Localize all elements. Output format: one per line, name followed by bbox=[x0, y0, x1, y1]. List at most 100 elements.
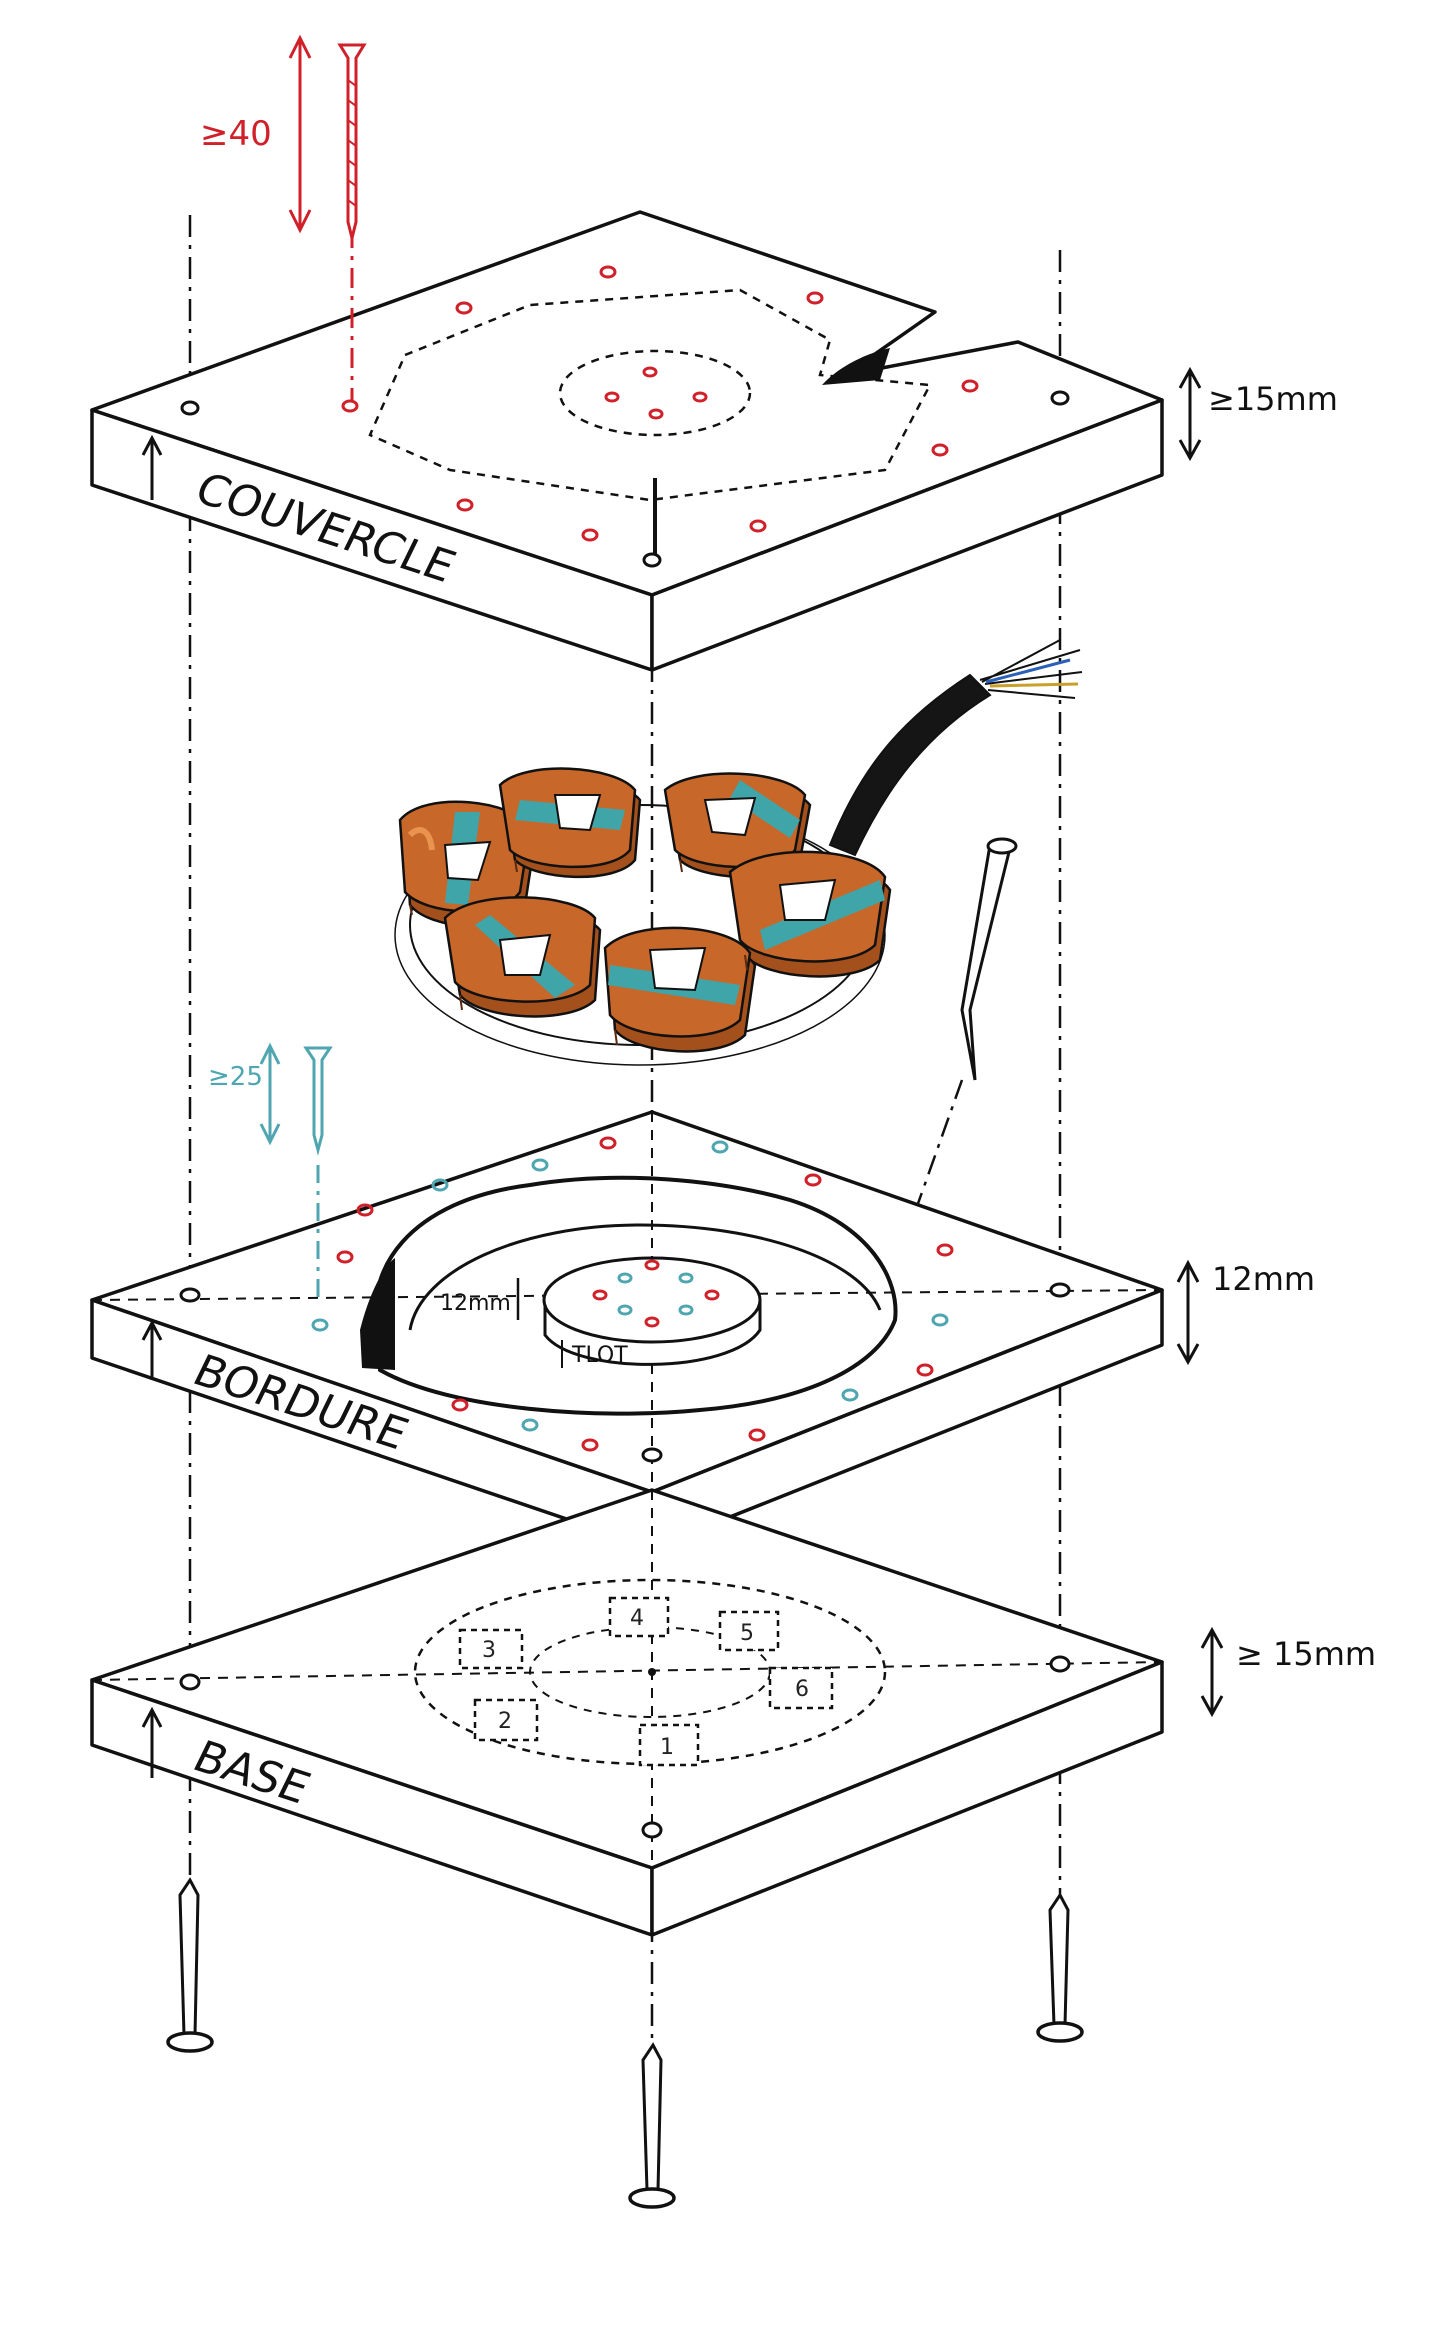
coil-hole bbox=[553, 794, 602, 832]
nail-right bbox=[1036, 1892, 1084, 2043]
coil-hole bbox=[498, 933, 552, 976]
bordure-teal-holes bbox=[311, 1140, 949, 1432]
bordure-label-arrowhead bbox=[141, 1319, 163, 1341]
coil-position-number: 4 bbox=[630, 1606, 644, 1631]
coil-position-number: 6 bbox=[795, 1677, 809, 1702]
bordure-cavity-inner bbox=[408, 1223, 882, 1331]
bordure-thickness-dim: 12mm bbox=[1176, 1259, 1315, 1366]
teal-hole bbox=[617, 1304, 633, 1316]
red-hole bbox=[806, 291, 824, 305]
couvercle-corner-hole bbox=[1050, 390, 1070, 406]
red-hole bbox=[931, 443, 949, 457]
couvercle-corner-hole bbox=[180, 400, 200, 416]
red-hole bbox=[644, 1259, 660, 1271]
bordure-red-holes bbox=[336, 1136, 954, 1452]
red-hole bbox=[692, 391, 708, 403]
red-hole bbox=[581, 1438, 599, 1452]
couvercle-hub-outline bbox=[558, 349, 752, 437]
coil-6 bbox=[603, 926, 757, 1053]
couvercle-red-holes bbox=[341, 265, 979, 542]
long-screw-head bbox=[986, 837, 1018, 855]
coil-position-number: 3 bbox=[482, 1638, 496, 1663]
bordure-dim-arrow-top bbox=[1176, 1259, 1200, 1283]
red-hole bbox=[592, 1289, 608, 1301]
coil-position-number: 1 bbox=[660, 1735, 674, 1760]
red-screw-group: ≥40 bbox=[200, 34, 367, 400]
base-dim-arrow-bottom bbox=[1200, 1695, 1224, 1718]
teal-dim-arrow-top bbox=[259, 1042, 281, 1065]
coil-position-number: 2 bbox=[498, 1709, 512, 1734]
coil-footprint bbox=[768, 1666, 834, 1710]
teal-hole bbox=[311, 1318, 329, 1332]
couvercle-notch-shade bbox=[822, 348, 890, 385]
nail-center bbox=[628, 2042, 676, 2209]
red-screw-thread bbox=[347, 79, 357, 207]
teal-hole bbox=[531, 1158, 549, 1172]
teal-hole bbox=[931, 1313, 949, 1327]
bordure-dim-arrow-bottom bbox=[1176, 1343, 1200, 1366]
teal-hole bbox=[678, 1304, 694, 1316]
coil-lamination-lines bbox=[409, 859, 748, 1046]
red-hole bbox=[749, 519, 767, 533]
bordure-hub: TLOT bbox=[542, 1256, 762, 1368]
nail-head bbox=[166, 2031, 214, 2053]
coil-highlight bbox=[407, 827, 435, 851]
red-dim-arrowhead-bottom bbox=[288, 209, 312, 234]
red-hole bbox=[644, 1316, 660, 1328]
teal-screw bbox=[303, 1046, 333, 1156]
teal-hole bbox=[841, 1388, 859, 1402]
coil-footprint bbox=[718, 1610, 780, 1652]
coil-cable-wires bbox=[979, 639, 1083, 699]
red-hole bbox=[916, 1363, 934, 1377]
red-hole bbox=[804, 1173, 822, 1187]
nail-left bbox=[166, 1877, 214, 2053]
red-hole bbox=[336, 1250, 354, 1264]
coil-hole bbox=[703, 796, 757, 837]
couvercle-thickness-dim: ≥15mm bbox=[1178, 366, 1338, 462]
coil-hole bbox=[778, 878, 837, 921]
base-corner-hole bbox=[1049, 1655, 1071, 1673]
base-corner-hole bbox=[641, 1821, 663, 1839]
couvercle-label-arrowhead bbox=[141, 434, 163, 456]
red-hole bbox=[599, 1136, 617, 1150]
base-thickness-dim: ≥ 15mm bbox=[1200, 1626, 1376, 1718]
bottom-nails bbox=[166, 1877, 1084, 2209]
red-hole bbox=[936, 1243, 954, 1257]
red-hole bbox=[748, 1428, 766, 1442]
bordure-cavity-outer bbox=[373, 1175, 898, 1416]
coil-3 bbox=[498, 767, 642, 879]
red-hole bbox=[961, 379, 979, 393]
teal-screw-group: ≥25 bbox=[208, 1042, 333, 1305]
coil-cable-wire-blue bbox=[985, 658, 1071, 684]
base-thickness-label: ≥ 15mm bbox=[1236, 1635, 1376, 1673]
coil-hole bbox=[443, 840, 492, 882]
bordure-corner-hole bbox=[179, 1287, 201, 1303]
teal-hole bbox=[617, 1272, 633, 1284]
couvercle-corner-hole bbox=[642, 552, 662, 568]
nail-shank bbox=[178, 1877, 200, 2037]
nail-shank bbox=[641, 2042, 663, 2192]
red-hole bbox=[456, 498, 474, 512]
red-hole bbox=[642, 366, 658, 378]
red-dim-arrowhead-top bbox=[288, 34, 312, 59]
red-hole bbox=[451, 1398, 469, 1412]
couvercle-right-side bbox=[650, 398, 1164, 672]
teal-hole bbox=[711, 1140, 729, 1154]
red-screw-length-label: ≥40 bbox=[200, 114, 272, 154]
base-right-side bbox=[650, 1660, 1164, 1937]
teal-hole bbox=[431, 1178, 449, 1192]
hub-label: TLOT bbox=[571, 1343, 628, 1368]
long-screw bbox=[960, 843, 1012, 1081]
red-hole bbox=[599, 265, 617, 279]
nail-shank bbox=[1048, 1892, 1070, 2027]
bordure-thickness-label: 12mm bbox=[1212, 1260, 1315, 1298]
couvercle-dim-arrow-bottom bbox=[1178, 439, 1202, 462]
teal-screw-length-label: ≥25 bbox=[208, 1062, 263, 1092]
long-screw-axis bbox=[903, 1079, 964, 1241]
base-corner-hole bbox=[179, 1673, 201, 1691]
base-layout-ring bbox=[413, 1578, 887, 1766]
bordure-cable-slot bbox=[360, 1258, 395, 1370]
bordure-corner-hole bbox=[641, 1447, 663, 1463]
